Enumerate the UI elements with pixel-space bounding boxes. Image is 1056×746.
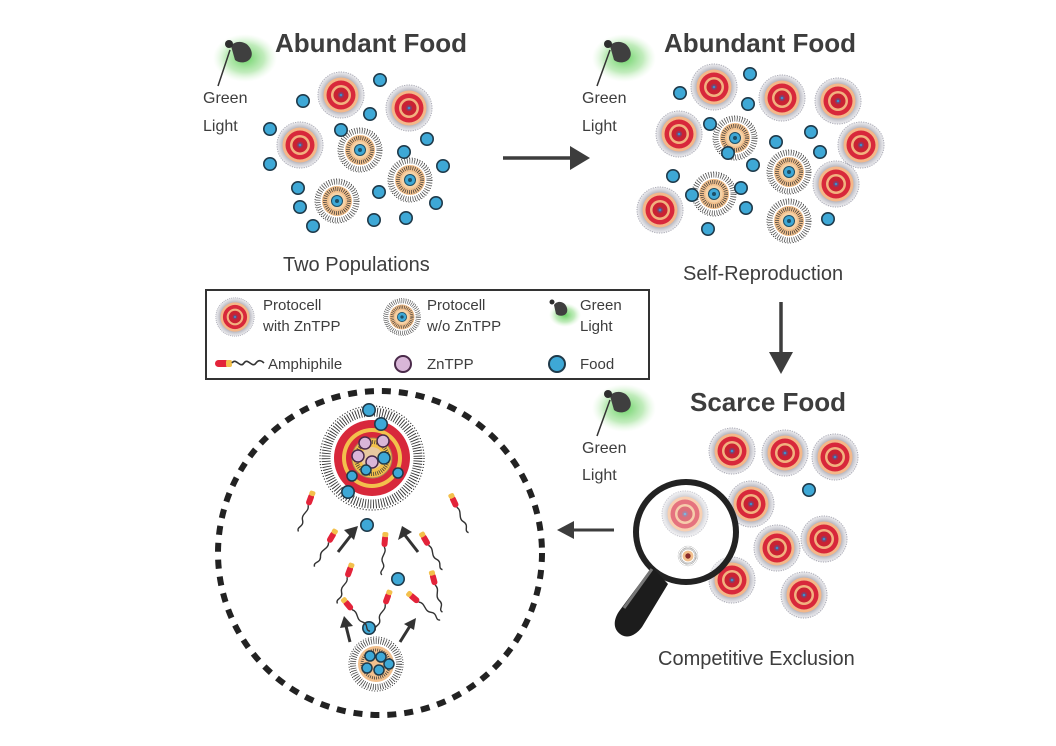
- light-label: Light: [582, 118, 617, 135]
- panel-top-left: Abundant Food Green Light: [203, 28, 467, 276]
- light-label: Green: [203, 90, 247, 107]
- arrow-head-icon: [570, 146, 590, 170]
- legend-label: Amphiphile: [268, 356, 342, 373]
- panel-title: Scarce Food: [690, 387, 846, 417]
- amphiphile-icon: [215, 359, 265, 367]
- light-label: Green: [582, 90, 626, 107]
- legend-box: [205, 289, 650, 380]
- protocell-with-zntpp: [812, 160, 860, 208]
- zoom-detail: [215, 388, 545, 718]
- protocell-with-zntpp: [837, 121, 885, 169]
- light-label: Light: [203, 118, 238, 135]
- protocell-with-zntpp: [753, 524, 801, 572]
- zntpp-icon: [394, 355, 412, 373]
- protocell-with-zntpp: [758, 74, 806, 122]
- protocell-with-zntpp: [636, 186, 684, 234]
- protocell-with-zntpp: [814, 77, 862, 125]
- legend-label: Protocell: [427, 297, 485, 314]
- zoom-circle: [215, 388, 545, 718]
- protocell-without-zntpp: [315, 179, 359, 223]
- small-protocell: [348, 636, 404, 692]
- panel-title: Abundant Food: [664, 28, 856, 58]
- protocell-with-zntpp: [317, 71, 365, 119]
- panel-top-right: Abundant Food Green Light: [582, 28, 885, 285]
- panel-title: Abundant Food: [275, 28, 467, 58]
- legend: Protocell with ZnTPP Protocell w/o ZnTPP…: [205, 289, 650, 380]
- legend-label: with ZnTPP: [262, 318, 341, 335]
- protocell-with-zntpp: [690, 63, 738, 111]
- protocell-with-zntpp: [276, 121, 324, 169]
- legend-label: Green: [580, 297, 622, 314]
- legend-label: w/o ZnTPP: [426, 318, 501, 335]
- legend-label: ZnTPP: [427, 356, 474, 373]
- protocell-without-zntpp: [767, 150, 811, 194]
- legend-label: Light: [580, 318, 613, 335]
- legend-label: Protocell: [263, 297, 321, 314]
- panel-caption: Two Populations: [283, 254, 430, 276]
- magnifier-icon: [614, 479, 739, 637]
- protocell-with-zntpp: [655, 110, 703, 158]
- growth-arrow-icon: [336, 526, 420, 643]
- panel-caption: Self-Reproduction: [683, 263, 843, 285]
- food-icon: [548, 355, 566, 373]
- protocell-with-zntpp: [761, 429, 809, 477]
- protocell-with-zntpp: [800, 515, 848, 563]
- protocell-with-zntpp: [385, 84, 433, 132]
- green-light-icon: [213, 34, 277, 82]
- green-light-icon: [549, 299, 581, 327]
- protocell-with-zntpp: [811, 433, 859, 481]
- protocell-without-zntpp: [388, 158, 432, 202]
- arrow-head-icon: [557, 521, 574, 539]
- protocell-without-zntpp: [767, 199, 811, 243]
- legend-label: Food: [580, 356, 614, 373]
- panel-bottom-right: Scarce Food Green Light: [582, 384, 859, 670]
- food-molecule: [801, 482, 817, 498]
- light-label: Light: [582, 467, 617, 484]
- arrow-head-icon: [769, 352, 793, 374]
- panel-caption: Competitive Exclusion: [658, 648, 855, 670]
- protocell-with-zntpp-icon: [215, 297, 255, 337]
- protocell-with-zntpp: [780, 571, 828, 619]
- protocell-with-zntpp: [708, 427, 756, 475]
- light-label: Green: [582, 440, 626, 457]
- protocell-without-zntpp: [713, 116, 757, 160]
